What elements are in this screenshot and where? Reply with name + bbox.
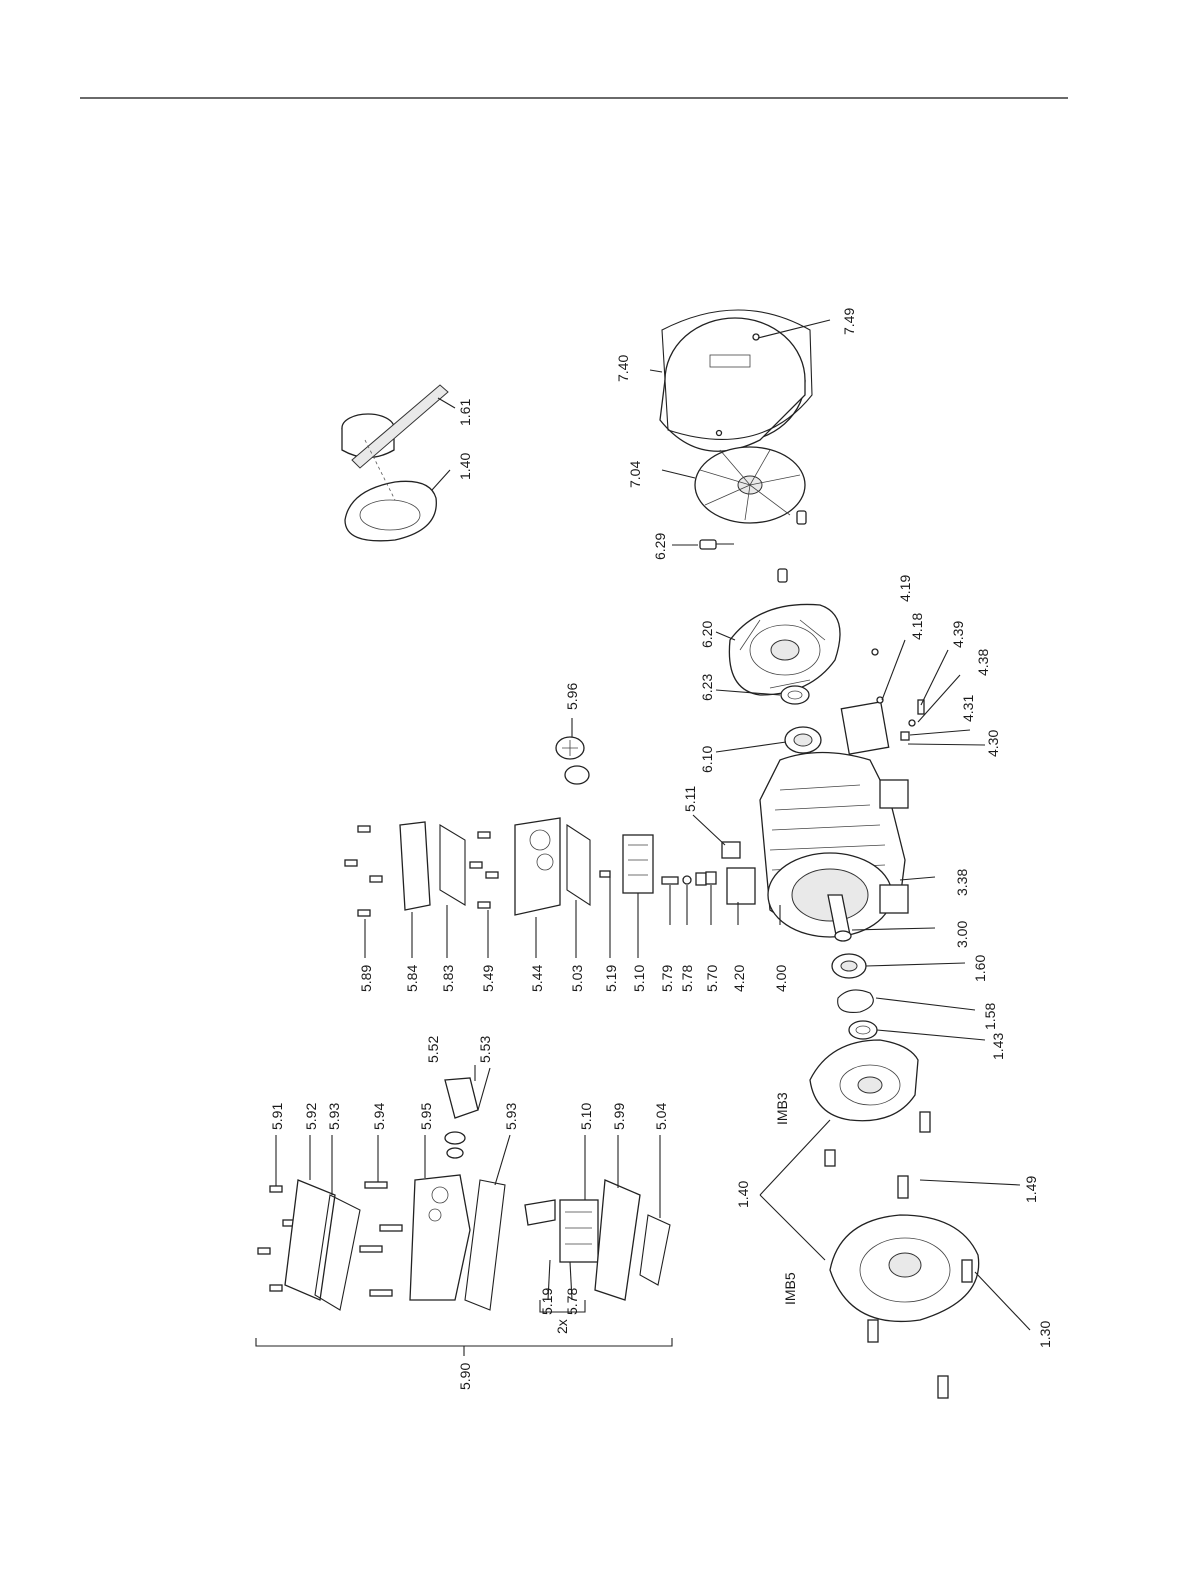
terminal-box-group bbox=[345, 818, 653, 916]
label-3-00: 3.00 bbox=[954, 921, 970, 948]
label-1-61: 1.61 bbox=[457, 399, 473, 426]
label-3-38: 3.38 bbox=[954, 869, 970, 896]
seal-6-23 bbox=[781, 686, 809, 704]
label-2x: 2x bbox=[554, 1319, 570, 1334]
label-5-93-b: 5.93 bbox=[503, 1103, 519, 1130]
flange-cover-top-part bbox=[342, 385, 448, 541]
label-1-40-top: 1.40 bbox=[457, 453, 473, 480]
label-6-10: 6.10 bbox=[699, 746, 715, 773]
label-5-93-a: 5.93 bbox=[326, 1103, 342, 1130]
label-1-43: 1.43 bbox=[990, 1033, 1006, 1060]
label-5-78: 5.78 bbox=[679, 965, 695, 992]
label-1-60: 1.60 bbox=[972, 955, 988, 982]
label-5-10: 5.10 bbox=[631, 965, 647, 992]
terminal-kit-5-90 bbox=[258, 1078, 670, 1310]
label-5-19-b: 5.19 bbox=[539, 1288, 555, 1315]
label-5-99: 5.99 bbox=[611, 1103, 627, 1130]
bearing-1-60 bbox=[832, 954, 866, 978]
label-5-10-b: 5.10 bbox=[578, 1103, 594, 1130]
part-4-20 bbox=[727, 868, 755, 904]
label-5-19: 5.19 bbox=[603, 965, 619, 992]
bracket-5-90 bbox=[256, 1338, 672, 1346]
label-imb3: IMB3 bbox=[774, 1092, 790, 1125]
label-6-29: 6.29 bbox=[652, 533, 668, 560]
label-1-58: 1.58 bbox=[982, 1003, 998, 1030]
label-5-94: 5.94 bbox=[371, 1103, 387, 1130]
label-imb5: IMB5 bbox=[782, 1272, 798, 1305]
label-4-39: 4.39 bbox=[950, 621, 966, 648]
fan-part bbox=[695, 447, 805, 523]
hardware-row bbox=[662, 872, 716, 885]
flange-imb5 bbox=[830, 1176, 979, 1398]
label-1-49: 1.49 bbox=[1023, 1176, 1039, 1203]
nameplate-4-18 bbox=[841, 649, 924, 754]
label-4-19: 4.19 bbox=[897, 575, 913, 602]
label-1-40: 1.40 bbox=[735, 1181, 751, 1208]
label-5-89: 5.89 bbox=[358, 965, 374, 992]
label-5-90: 5.90 bbox=[457, 1363, 473, 1390]
label-5-03: 5.03 bbox=[569, 965, 585, 992]
end-shield-6-20 bbox=[729, 604, 840, 695]
label-4-38: 4.38 bbox=[975, 649, 991, 676]
label-7-04: 7.04 bbox=[627, 461, 643, 488]
label-7-40: 7.40 bbox=[615, 355, 631, 382]
label-6-23: 6.23 bbox=[699, 674, 715, 701]
label-5-95: 5.95 bbox=[418, 1103, 434, 1130]
washer-1-58 bbox=[838, 990, 874, 1012]
end-shield-imb3 bbox=[810, 1040, 930, 1166]
seal-1-43 bbox=[849, 1021, 877, 1039]
fan-cover-part bbox=[660, 310, 812, 451]
label-1-30: 1.30 bbox=[1037, 1321, 1053, 1348]
label-4-30: 4.30 bbox=[985, 730, 1001, 757]
label-5-52: 5.52 bbox=[425, 1036, 441, 1063]
label-4-00: 4.00 bbox=[773, 965, 789, 992]
label-6-20: 6.20 bbox=[699, 621, 715, 648]
label-5-49: 5.49 bbox=[480, 965, 496, 992]
label-5-83: 5.83 bbox=[440, 965, 456, 992]
label-4-18: 4.18 bbox=[909, 613, 925, 640]
label-4-20: 4.20 bbox=[731, 965, 747, 992]
label-5-79: 5.79 bbox=[659, 965, 675, 992]
label-5-53: 5.53 bbox=[477, 1036, 493, 1063]
label-4-31: 4.31 bbox=[960, 695, 976, 722]
label-5-11: 5.11 bbox=[682, 786, 698, 812]
bearing-6-10 bbox=[785, 727, 821, 753]
label-5-44: 5.44 bbox=[529, 965, 545, 992]
label-5-92: 5.92 bbox=[303, 1103, 319, 1130]
cap-5-96 bbox=[556, 737, 589, 784]
label-5-91: 5.91 bbox=[269, 1103, 285, 1130]
label-5-78-b: 5.78 bbox=[564, 1288, 580, 1315]
label-5-84: 5.84 bbox=[404, 965, 420, 992]
label-5-04: 5.04 bbox=[653, 1103, 669, 1130]
label-5-96: 5.96 bbox=[564, 683, 580, 710]
label-7-49: 7.49 bbox=[841, 308, 857, 335]
label-5-70: 5.70 bbox=[704, 965, 720, 992]
